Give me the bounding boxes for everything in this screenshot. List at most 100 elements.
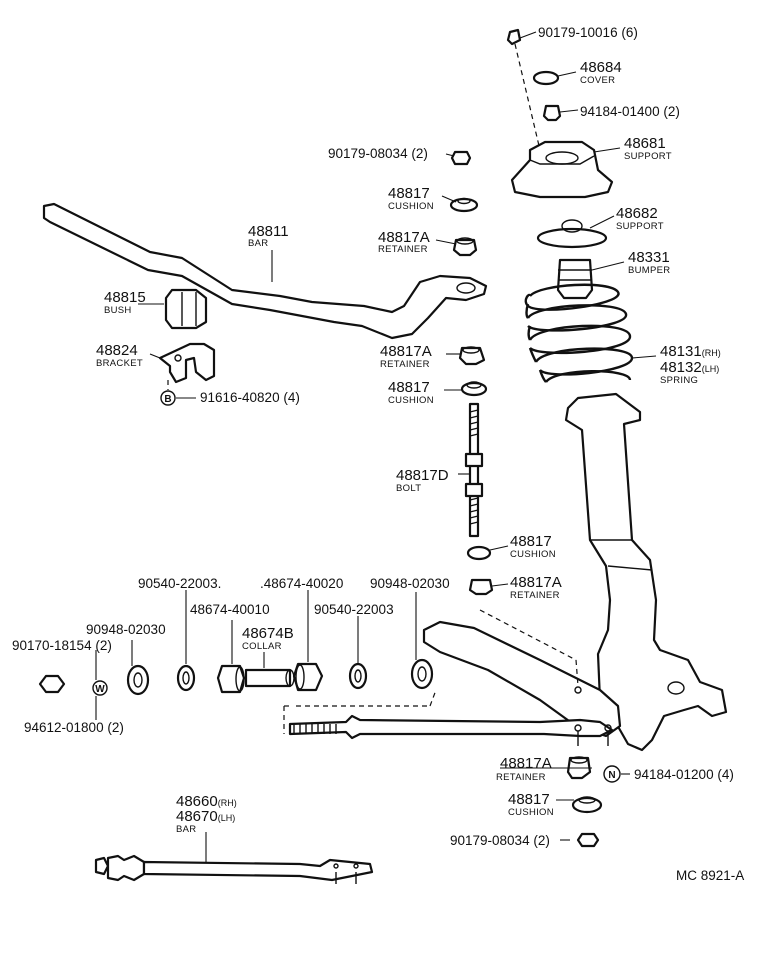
label-48817D: 48817D BOLT (396, 467, 449, 494)
symbol-n-letter: N (608, 770, 615, 781)
svg-text:SPRING: SPRING (660, 375, 698, 386)
svg-text:SUPPORT: SUPPORT (616, 221, 664, 232)
bush-drawing (164, 288, 208, 330)
svg-text:94612-01800 (2): 94612-01800 (2) (24, 720, 124, 735)
symbol-w-letter: W (95, 684, 105, 695)
svg-text:SUPPORT: SUPPORT (624, 151, 672, 162)
svg-text:48660(RH): 48660(RH) (176, 793, 237, 810)
svg-text:48817: 48817 (510, 533, 552, 550)
svg-text:RETAINER: RETAINER (510, 590, 560, 601)
label-48811: 48811 BAR (248, 223, 289, 249)
label-90948-02030-a: 90948-02030 (370, 576, 450, 591)
svg-text:COLLAR: COLLAR (242, 641, 282, 652)
svg-text:CUSHION: CUSHION (388, 201, 434, 212)
label-90540-22003-b: 90540-22003 (314, 602, 394, 617)
label-90179-10016: 90179-10016 (6) (538, 25, 638, 40)
svg-text:RETAINER: RETAINER (496, 772, 546, 783)
label-48660-48670: 48660(RH) 48670(LH) BAR (176, 793, 237, 835)
svg-text:90179-08034 (2): 90179-08034 (2) (328, 146, 428, 161)
svg-text:94184-01200 (4): 94184-01200 (4) (634, 767, 734, 782)
svg-text:48674-40010: 48674-40010 (190, 602, 270, 617)
lower-bar-drawing (94, 854, 374, 884)
svg-text:48131(RH): 48131(RH) (660, 343, 721, 360)
svg-text:48817: 48817 (508, 791, 550, 808)
svg-text:48811: 48811 (248, 223, 289, 240)
label-91616-40820: 91616-40820 (4) (200, 390, 300, 405)
svg-text:RETAINER: RETAINER (380, 359, 430, 370)
svg-text:MC 8921-A: MC 8921-A (676, 868, 744, 883)
svg-text:48817: 48817 (388, 379, 430, 396)
lower-arm-drawing (283, 609, 622, 746)
label-48682: 48682 SUPPORT (616, 205, 664, 232)
svg-text:48815: 48815 (104, 289, 146, 306)
svg-text:90540-22003: 90540-22003 (314, 602, 394, 617)
svg-text:BAR: BAR (176, 824, 196, 835)
svg-text:48674B: 48674B (242, 625, 294, 642)
svg-text:48824: 48824 (96, 342, 138, 359)
label-48817A-retainer-2: 48817A RETAINER (380, 343, 432, 370)
label-90540-22003-a: 90540-22003. (138, 576, 221, 591)
label-90179-08034-bot: 90179-08034 (2) (450, 833, 550, 848)
svg-text:90948-02030: 90948-02030 (86, 622, 166, 637)
svg-text:90540-22003.: 90540-22003. (138, 576, 221, 591)
label-94184-01200: 94184-01200 (4) (634, 767, 734, 782)
svg-text:90179-10016 (6): 90179-10016 (6) (538, 25, 638, 40)
svg-text:90948-02030: 90948-02030 (370, 576, 450, 591)
label-48674B: 48674B COLLAR (242, 625, 294, 652)
svg-text:91616-40820 (4): 91616-40820 (4) (200, 390, 300, 405)
svg-text:48817A: 48817A (500, 755, 552, 772)
svg-text:BOLT: BOLT (396, 483, 421, 494)
svg-text:RETAINER: RETAINER (378, 244, 428, 255)
svg-text:CUSHION: CUSHION (510, 549, 556, 560)
label-48674-40020: .48674-40020 (260, 576, 343, 591)
label-48817-cushion-4: 48817 CUSHION (508, 791, 554, 818)
svg-text:48684: 48684 (580, 59, 622, 76)
label-48824: 48824 BRACKET (96, 342, 143, 369)
label-48681: 48681 SUPPORT (624, 135, 672, 162)
label-48674-40010: 48674-40010 (190, 602, 270, 617)
svg-text:BUMPER: BUMPER (628, 265, 670, 276)
svg-text:48132(LH): 48132(LH) (660, 359, 719, 376)
svg-text:48682: 48682 (616, 205, 658, 222)
bolt-symbol-b: B (160, 380, 196, 406)
svg-text:94184-01400 (2): 94184-01400 (2) (580, 104, 680, 119)
strut-top-drawing (506, 28, 614, 300)
label-48817A-retainer-4: 48817A RETAINER (496, 755, 552, 783)
label-48817-cushion-3: 48817 CUSHION (510, 533, 556, 560)
svg-text:48817: 48817 (388, 185, 430, 202)
svg-text:.48674-40020: .48674-40020 (260, 576, 343, 591)
svg-text:CUSHION: CUSHION (508, 807, 554, 818)
label-48817A-retainer-1: 48817A RETAINER (378, 229, 430, 255)
label-48817-cushion-1: 48817 CUSHION (388, 185, 434, 212)
svg-text:CUSHION: CUSHION (388, 395, 434, 406)
label-48331: 48331 BUMPER (628, 249, 670, 276)
label-94612-01800: 94612-01800 (2) (24, 720, 124, 735)
svg-text:48331: 48331 (628, 249, 670, 266)
lower-hardware-drawing: N (566, 756, 630, 848)
label-90170-18154: 90170-18154 (2) (12, 638, 112, 653)
svg-text:90170-18154 (2): 90170-18154 (2) (12, 638, 112, 653)
svg-text:90179-08034 (2): 90179-08034 (2) (450, 833, 550, 848)
svg-text:48681: 48681 (624, 135, 666, 152)
svg-text:48817A: 48817A (510, 574, 562, 591)
svg-text:48817A: 48817A (380, 343, 432, 360)
svg-text:BRACKET: BRACKET (96, 358, 143, 369)
label-48817A-retainer-3: 48817A RETAINER (510, 574, 562, 601)
coil-spring-drawing (524, 283, 634, 383)
svg-text:COVER: COVER (580, 75, 615, 86)
label-94184-01400: 94184-01400 (2) (580, 104, 680, 119)
label-48817-cushion-2: 48817 CUSHION (388, 379, 434, 406)
label-48684: 48684 COVER (580, 59, 622, 86)
label-90948-02030-b: 90948-02030 (86, 622, 166, 637)
strut-body-drawing (564, 392, 728, 752)
svg-text:48817D: 48817D (396, 467, 449, 484)
rod-end-hardware-drawing: W (38, 590, 434, 696)
leader-lines (95, 31, 657, 862)
label-48131-48132: 48131(RH) 48132(LH) SPRING (660, 343, 721, 386)
svg-text:BAR: BAR (248, 238, 268, 249)
bracket-drawing (158, 342, 216, 384)
svg-text:48670(LH): 48670(LH) (176, 808, 235, 825)
stabilizer-bar-drawing (42, 202, 488, 340)
label-48815: 48815 BUSH (104, 289, 146, 316)
svg-text:48817A: 48817A (378, 229, 430, 246)
